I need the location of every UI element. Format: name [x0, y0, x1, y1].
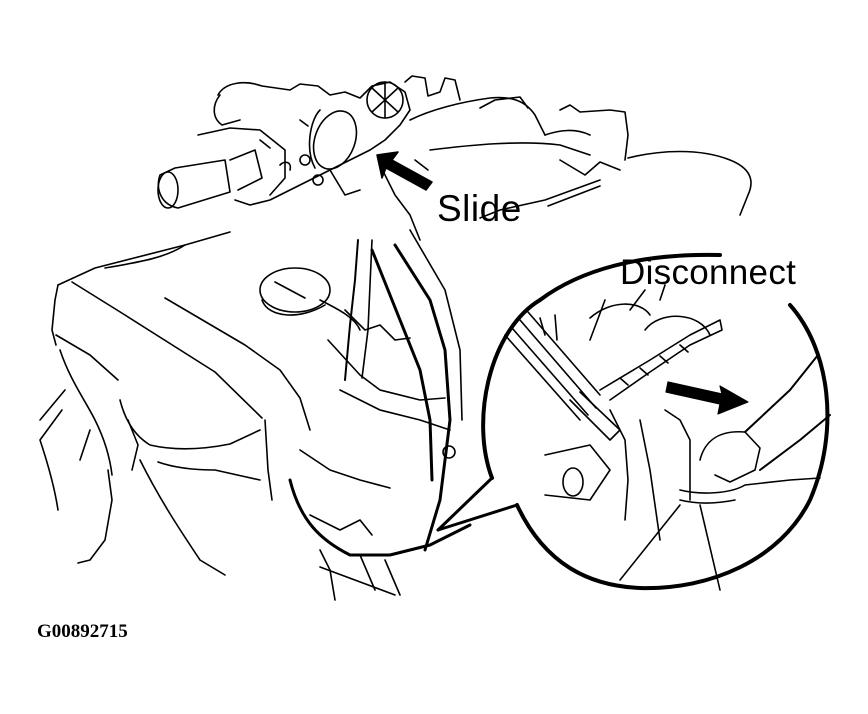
disconnect-label: Disconnect: [620, 253, 797, 292]
cylinder-head-cover: [40, 232, 310, 575]
detail-view-circle: [483, 255, 830, 590]
throttle-body: [158, 76, 460, 208]
oil-filler-cap: [260, 268, 360, 330]
hoses-and-pipes: [290, 230, 470, 600]
intake-manifold: [380, 97, 751, 240]
figure-id: G00892715: [37, 621, 128, 642]
slide-label: Slide: [437, 188, 522, 229]
disconnect-arrow-icon: [666, 382, 748, 414]
slide-arrow-icon: [377, 152, 432, 190]
detail-pointer: [438, 478, 517, 530]
